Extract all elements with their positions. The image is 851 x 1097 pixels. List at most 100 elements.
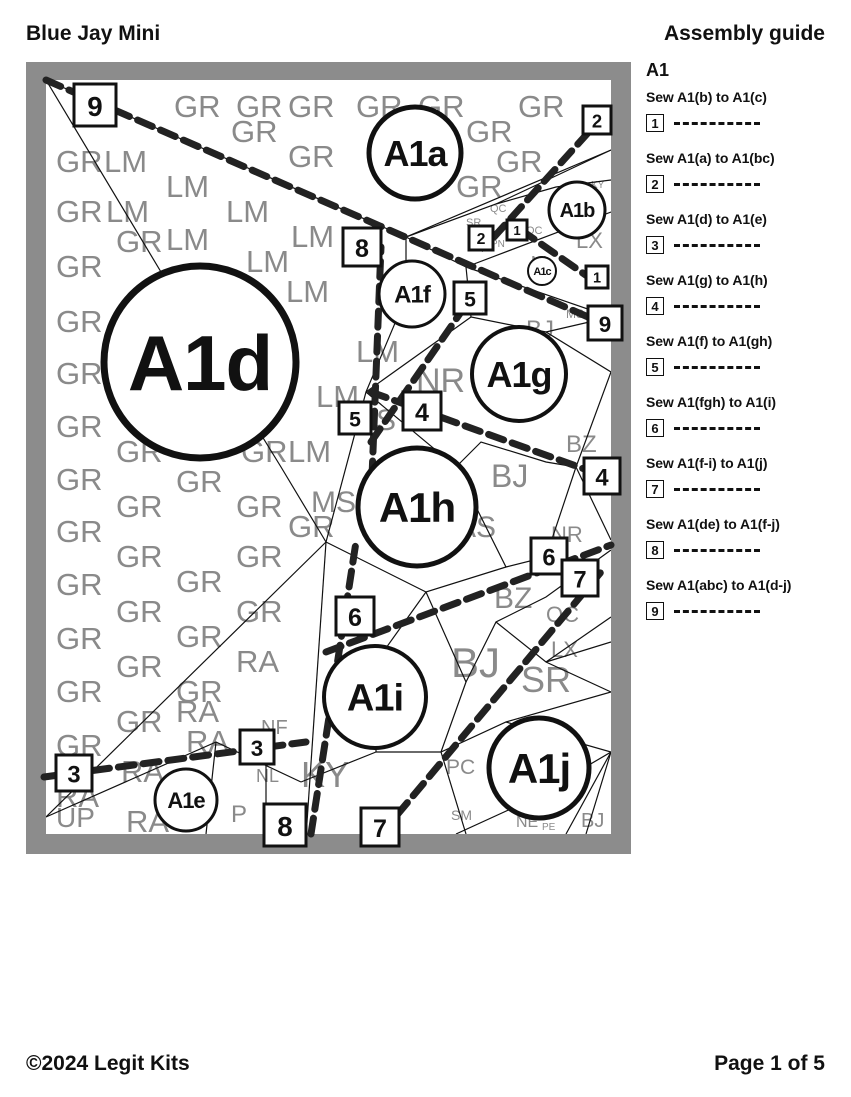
seam-marker-number: 5 <box>349 408 361 431</box>
step-number: 1 <box>646 114 664 132</box>
seam-marker-box <box>581 104 613 136</box>
piece-name: A1i <box>347 678 403 720</box>
seam-marker: 9 <box>72 82 118 128</box>
seam-marker-box <box>452 280 488 316</box>
color-code-label: PE <box>542 822 556 833</box>
color-code-label: GR <box>176 564 223 599</box>
seam-dash-icon <box>674 609 760 613</box>
step-number: 8 <box>646 541 664 559</box>
seam-marker-number: 3 <box>67 761 80 788</box>
piece-circle <box>153 767 219 833</box>
step-seam-key: 5 <box>646 357 760 377</box>
color-code-label: GR <box>116 489 163 524</box>
step-text: Sew A1(f-i) to A1(j) <box>646 455 768 471</box>
seam-marker-number: 5 <box>464 288 476 311</box>
piece-name: A1c <box>533 266 551 278</box>
seam-marker-number: 2 <box>477 231 486 248</box>
piece-outline <box>545 616 611 663</box>
piece-label: A1b <box>547 180 607 240</box>
step-seam-key: 7 <box>646 479 760 499</box>
color-code-label: GR <box>176 674 223 709</box>
seam-marker: 3 <box>238 728 276 766</box>
color-code-label: LM <box>104 144 147 179</box>
piece-outline <box>545 641 611 663</box>
piece-name: A1g <box>486 354 551 395</box>
step-item: Sew A1(d) to A1(e) 3 <box>646 211 846 272</box>
step-text: Sew A1(abc) to A1(d-j) <box>646 577 792 593</box>
piece-name: A1a <box>383 133 448 174</box>
seam-marker: 4 <box>401 390 443 432</box>
color-code-label: GR <box>56 304 103 339</box>
seam-marker-number: 7 <box>373 815 387 843</box>
seam-line <box>490 120 600 241</box>
color-code-label: LM <box>166 169 209 204</box>
step-item: Sew A1(a) to A1(bc) 2 <box>646 150 846 211</box>
seam-marker-box <box>359 806 401 848</box>
seam-marker-box <box>582 456 622 496</box>
seam-dash-icon <box>674 182 760 186</box>
piece-circle <box>366 104 464 202</box>
step-number: 6 <box>646 419 664 437</box>
step-seam-key: 9 <box>646 601 760 621</box>
step-text: Sew A1(de) to A1(f-j) <box>646 516 780 532</box>
seam-marker-box <box>341 226 383 268</box>
seam-marker: 8 <box>341 226 383 268</box>
color-code-label: GR <box>56 462 103 497</box>
step-seam-key: 2 <box>646 174 760 194</box>
seam-marker-box <box>72 82 118 128</box>
seam-marker: 6 <box>334 595 376 637</box>
section-label: A1 <box>646 60 670 80</box>
seam-marker-number: 7 <box>573 566 586 593</box>
piece-circle <box>470 325 568 423</box>
seam-marker-box <box>337 400 373 436</box>
seam-marker: 4 <box>582 456 622 496</box>
seam-line <box>377 568 605 838</box>
piece-circle <box>486 715 592 821</box>
piece-name: A1d <box>128 319 272 407</box>
step-item: Sew A1(g) to A1(h) 4 <box>646 272 846 333</box>
seam-marker-number: 4 <box>595 464 609 491</box>
seam-marker-number: 2 <box>592 110 602 131</box>
piece-outline <box>495 179 611 205</box>
color-code-label: PC <box>446 756 475 779</box>
color-code-label: GR <box>231 114 278 149</box>
color-code-label: GR <box>116 224 163 259</box>
color-code-label: GR <box>56 409 103 444</box>
piece-name: A1h <box>379 484 455 531</box>
step-seam-key: 4 <box>646 296 760 316</box>
color-code-label: GR <box>236 539 283 574</box>
step-text: Sew A1(f) to A1(gh) <box>646 333 773 349</box>
piece-outline <box>565 751 611 834</box>
piece-label: A1f <box>377 259 447 329</box>
seam-dash-icon <box>674 426 760 430</box>
seam-marker-box <box>467 224 495 252</box>
color-code-label: LM <box>286 274 329 309</box>
color-code-label: GR <box>288 139 335 174</box>
seam-dash-icon <box>674 304 760 308</box>
piece-outline <box>300 751 377 783</box>
piece-label: A1d <box>100 262 300 462</box>
seam-marker-number: 1 <box>513 223 520 238</box>
seam-marker-box <box>584 264 610 290</box>
color-code-label: GR <box>456 169 503 204</box>
copyright: ©2024 Legit Kits <box>26 1052 190 1075</box>
step-item: Sew A1(fgh) to A1(i) 6 <box>646 394 846 455</box>
piece-circle <box>377 259 447 329</box>
seam-marker: 7 <box>560 558 600 598</box>
color-code-label: BJ <box>581 810 604 832</box>
seam-marker: 5 <box>452 280 488 316</box>
color-code-label: NL <box>256 766 279 786</box>
color-code-label: LM <box>246 244 289 279</box>
color-code-label: GR <box>466 114 513 149</box>
step-seam-key: 1 <box>646 113 760 133</box>
seam-marker-number: 4 <box>415 399 429 427</box>
color-code-label: GR <box>56 621 103 656</box>
piece-label: A1h <box>355 445 479 569</box>
seam-marker-number: 6 <box>348 604 362 632</box>
step-number: 9 <box>646 602 664 620</box>
step-seam-key: 3 <box>646 235 760 255</box>
seam-marker-box <box>54 753 94 793</box>
